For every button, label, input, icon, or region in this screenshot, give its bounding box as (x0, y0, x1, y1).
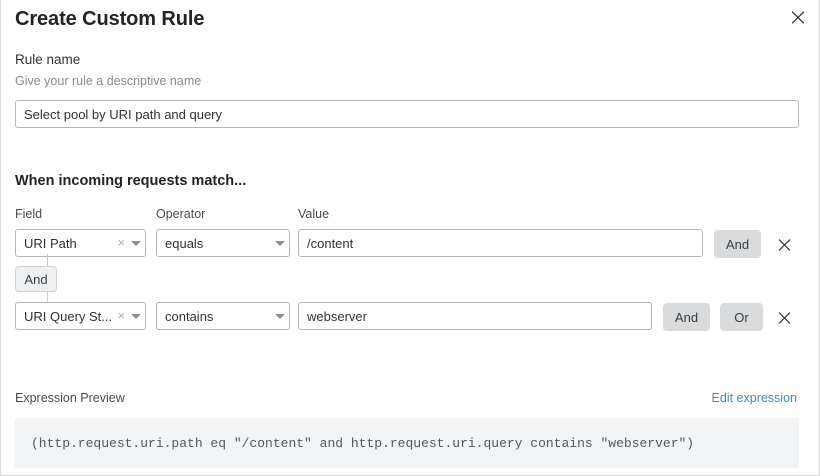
chevron-down-icon[interactable] (271, 240, 289, 246)
chevron-down-icon[interactable] (127, 240, 145, 246)
field-select-value-row-2: URI Query St... (24, 308, 113, 324)
clear-icon[interactable]: × (117, 235, 125, 250)
expression-preview-code: (http.request.uri.path eq "/content" and… (31, 435, 695, 451)
clear-icon[interactable]: × (117, 308, 125, 323)
connector-line-lower (47, 292, 48, 303)
value-input-row-2[interactable] (298, 302, 652, 330)
close-dialog-button[interactable] (785, 4, 811, 30)
edit-expression-link[interactable]: Edit expression (711, 391, 797, 405)
match-section-heading: When incoming requests match... (15, 173, 247, 189)
rule-name-help-text: Give your rule a descriptive name (15, 74, 202, 88)
column-header-value: Value (298, 207, 330, 221)
chevron-down-icon[interactable] (127, 313, 145, 319)
expression-preview-label: Expression Preview (15, 391, 125, 405)
close-icon (791, 11, 805, 24)
field-select-row-2[interactable]: URI Query St... × (15, 302, 146, 330)
and-button-row-1[interactable]: And (714, 230, 761, 258)
connector-line-upper (47, 254, 48, 266)
delete-row-button-row-2[interactable] (774, 307, 794, 327)
delete-row-button-row-1[interactable] (774, 234, 794, 254)
field-select-value-row-1: URI Path (24, 235, 77, 251)
close-icon (778, 238, 790, 251)
rule-name-input[interactable] (15, 100, 799, 128)
close-icon (778, 311, 790, 324)
chevron-down-icon[interactable] (271, 313, 289, 319)
page-title: Create Custom Rule (15, 8, 205, 30)
column-header-field: Field (15, 207, 43, 221)
operator-select-value-row-2: contains (165, 308, 214, 324)
operator-select-row-1[interactable]: equals (156, 229, 290, 257)
connector-and-button[interactable]: And (15, 266, 57, 292)
column-header-operator: Operator (156, 207, 206, 221)
operator-select-value-row-1: equals (165, 235, 204, 251)
field-select-row-1[interactable]: URI Path × (15, 229, 146, 257)
rule-name-label: Rule name (15, 52, 81, 67)
operator-select-row-2[interactable]: contains (156, 302, 290, 330)
and-button-row-2[interactable]: And (663, 303, 710, 331)
or-button-row-2[interactable]: Or (720, 303, 763, 331)
value-input-row-1[interactable] (298, 229, 703, 257)
expression-preview-box: (http.request.uri.path eq "/content" and… (15, 418, 799, 468)
